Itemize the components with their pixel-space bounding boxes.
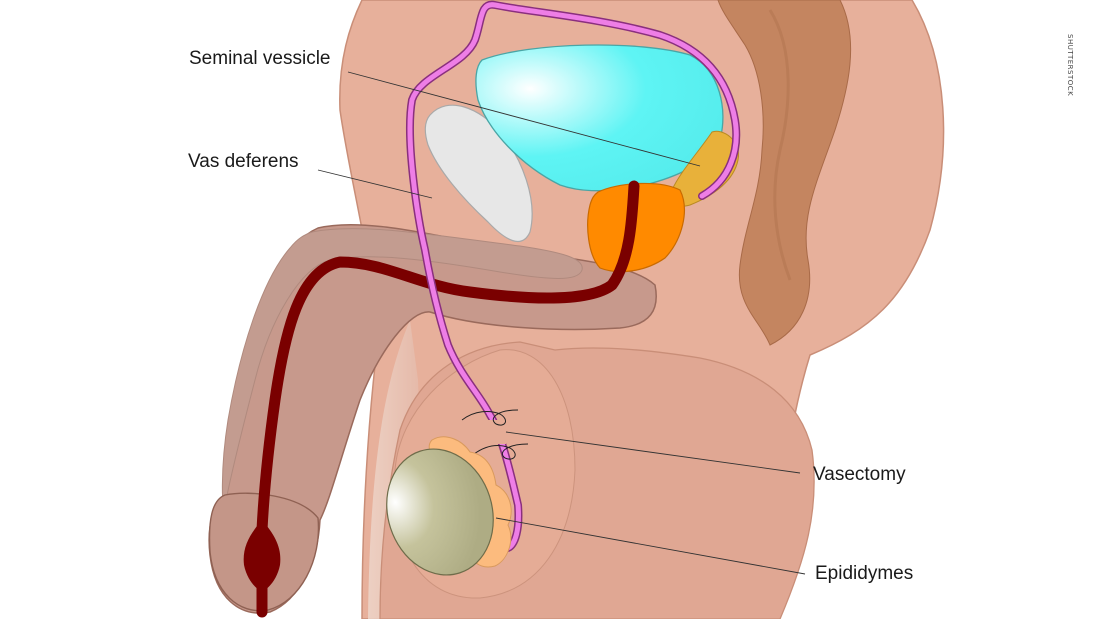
urethra-bulb: [243, 520, 281, 592]
label-seminal-vesicle: Seminal vessicle: [189, 48, 331, 69]
label-vasectomy: Vasectomy: [813, 464, 906, 485]
testis: [386, 448, 494, 576]
leader-vasectomy: [505, 431, 801, 474]
suture-upper: [461, 409, 519, 426]
corpus-cavernosum: [221, 228, 583, 507]
watermark-text: SHUTTERSTOCK: [1066, 34, 1074, 97]
label-vas-deferens: Vas deferens: [188, 151, 299, 172]
leader-epididymes: [495, 517, 806, 575]
leader-seminal: [347, 71, 701, 167]
suture-lower: [473, 443, 529, 460]
urethra: [256, 180, 640, 618]
label-epididymes: Epididymes: [815, 563, 914, 584]
bladder: [475, 44, 724, 192]
rectum-inner: [768, 9, 792, 281]
vas-deferens-fill: [407, 2, 739, 551]
rectum: [717, 0, 852, 346]
vasectomy-gap: [486, 420, 506, 444]
leader-vas: [317, 169, 433, 199]
